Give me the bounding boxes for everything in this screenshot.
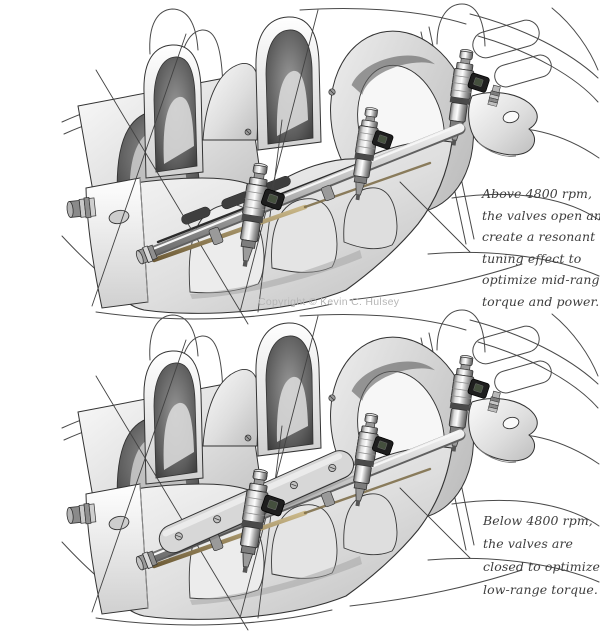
caption-line: the valves are [483, 536, 574, 551]
caption-line: create a resonant [482, 229, 596, 244]
caption-line: optimize mid-range [482, 272, 600, 287]
caption-line: Below 4800 rpm, [483, 513, 593, 528]
caption-above-4800rpm: Above 4800 rpm, the valves open and crea… [482, 183, 600, 312]
caption-line: torque and power. [482, 293, 600, 309]
caption-line: low-range torque. [483, 582, 598, 597]
caption-line: tuning effect to [482, 250, 582, 266]
caption-below-4800rpm: Below 4800 rpm, the valves are closed to… [483, 509, 600, 601]
illustration-valves-open [62, 4, 599, 325]
copyright-text: Copyright © Kevin C. Hulsey [258, 296, 400, 308]
caption-line: closed to optimize [483, 559, 600, 574]
caption-line: Above 4800 rpm, [482, 186, 593, 201]
illustration-valves-closed [62, 310, 599, 631]
caption-line: the valves open and [482, 207, 600, 223]
